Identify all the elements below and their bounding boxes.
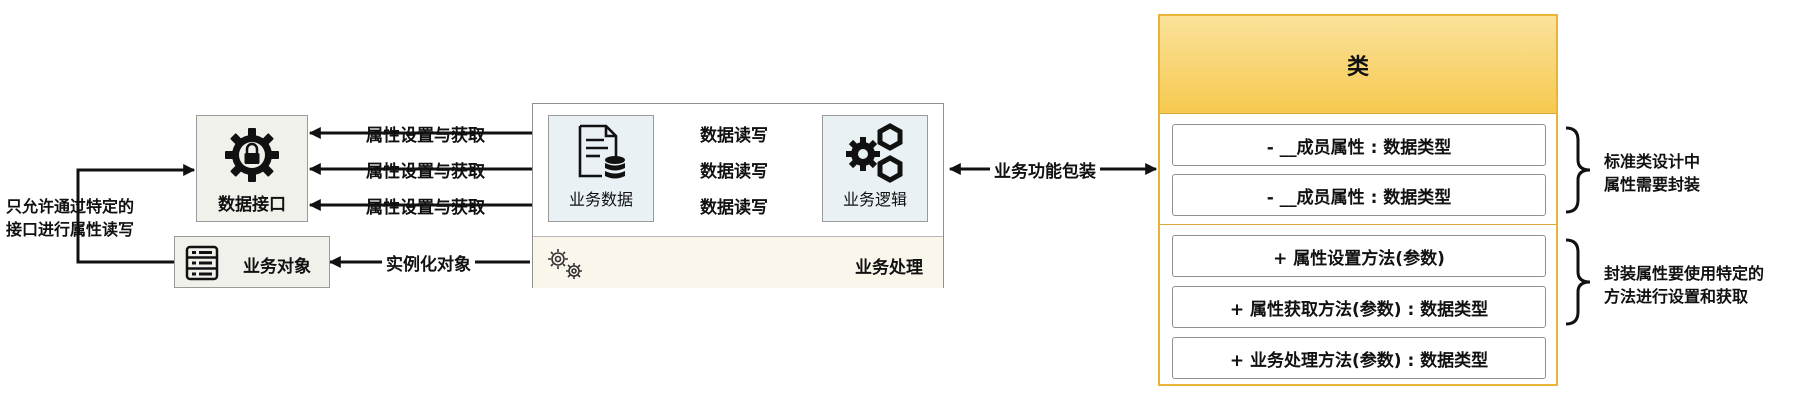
method-row-1: + 属性设置方法(参数) — [1172, 235, 1546, 277]
set-get-label-3: 属性设置与获取 — [366, 198, 485, 218]
set-get-label-2: 属性设置与获取 — [366, 162, 485, 182]
read-write-label-1: 数据读写 — [696, 121, 772, 146]
data-interface-node: 数据接口 — [196, 115, 308, 222]
gears-icon — [846, 123, 903, 183]
members-note-line2: 属性需要封装 — [1604, 175, 1701, 194]
business-logic-node: 业务逻辑 — [822, 115, 928, 222]
set-get-label-1: 属性设置与获取 — [366, 126, 485, 146]
business-data-label: 业务数据 — [568, 190, 633, 209]
business-object-node: 业务对象 — [174, 236, 330, 288]
business-object-label: 业务对象 — [243, 257, 311, 277]
class-divider — [1160, 224, 1556, 225]
members-note-line1: 标准类设计中 — [1604, 152, 1701, 171]
instantiate-label: 实例化对象 — [382, 250, 475, 275]
method-row-3: + 业务处理方法(参数) : 数据类型 — [1172, 337, 1546, 379]
member-row-2: - __成员属性 : 数据类型 — [1172, 174, 1546, 216]
cogs-outline-icon — [548, 249, 582, 279]
business-logic-label: 业务逻辑 — [842, 190, 907, 209]
processing-footer-label: 业务处理 — [855, 258, 923, 278]
methods-brace — [1565, 238, 1591, 326]
server-icon — [185, 245, 219, 281]
read-write-label-3: 数据读写 — [696, 193, 772, 218]
left-note-line2: 接口进行属性读写 — [6, 220, 135, 239]
data-interface-label: 数据接口 — [218, 195, 286, 215]
members-brace — [1565, 126, 1591, 214]
gear-lock-icon — [225, 128, 279, 182]
methods-note-line1: 封装属性要使用特定的 — [1604, 264, 1765, 283]
read-write-label-2: 数据读写 — [696, 157, 772, 182]
method-row-2: + 属性获取方法(参数) : 数据类型 — [1172, 286, 1546, 328]
member-row-1: - __成员属性 : 数据类型 — [1172, 124, 1546, 166]
processing-footer: 业务处理 — [533, 236, 943, 288]
left-connector — [76, 164, 196, 264]
left-note-line1: 只允许通过特定的 — [6, 197, 135, 216]
wrap-label: 业务功能包装 — [990, 157, 1100, 182]
class-header: 类 — [1160, 16, 1556, 114]
document-database-icon — [578, 124, 625, 179]
class-title: 类 — [1346, 54, 1369, 80]
methods-note-line2: 方法进行设置和获取 — [1604, 287, 1749, 306]
business-data-node: 业务数据 — [548, 115, 654, 222]
